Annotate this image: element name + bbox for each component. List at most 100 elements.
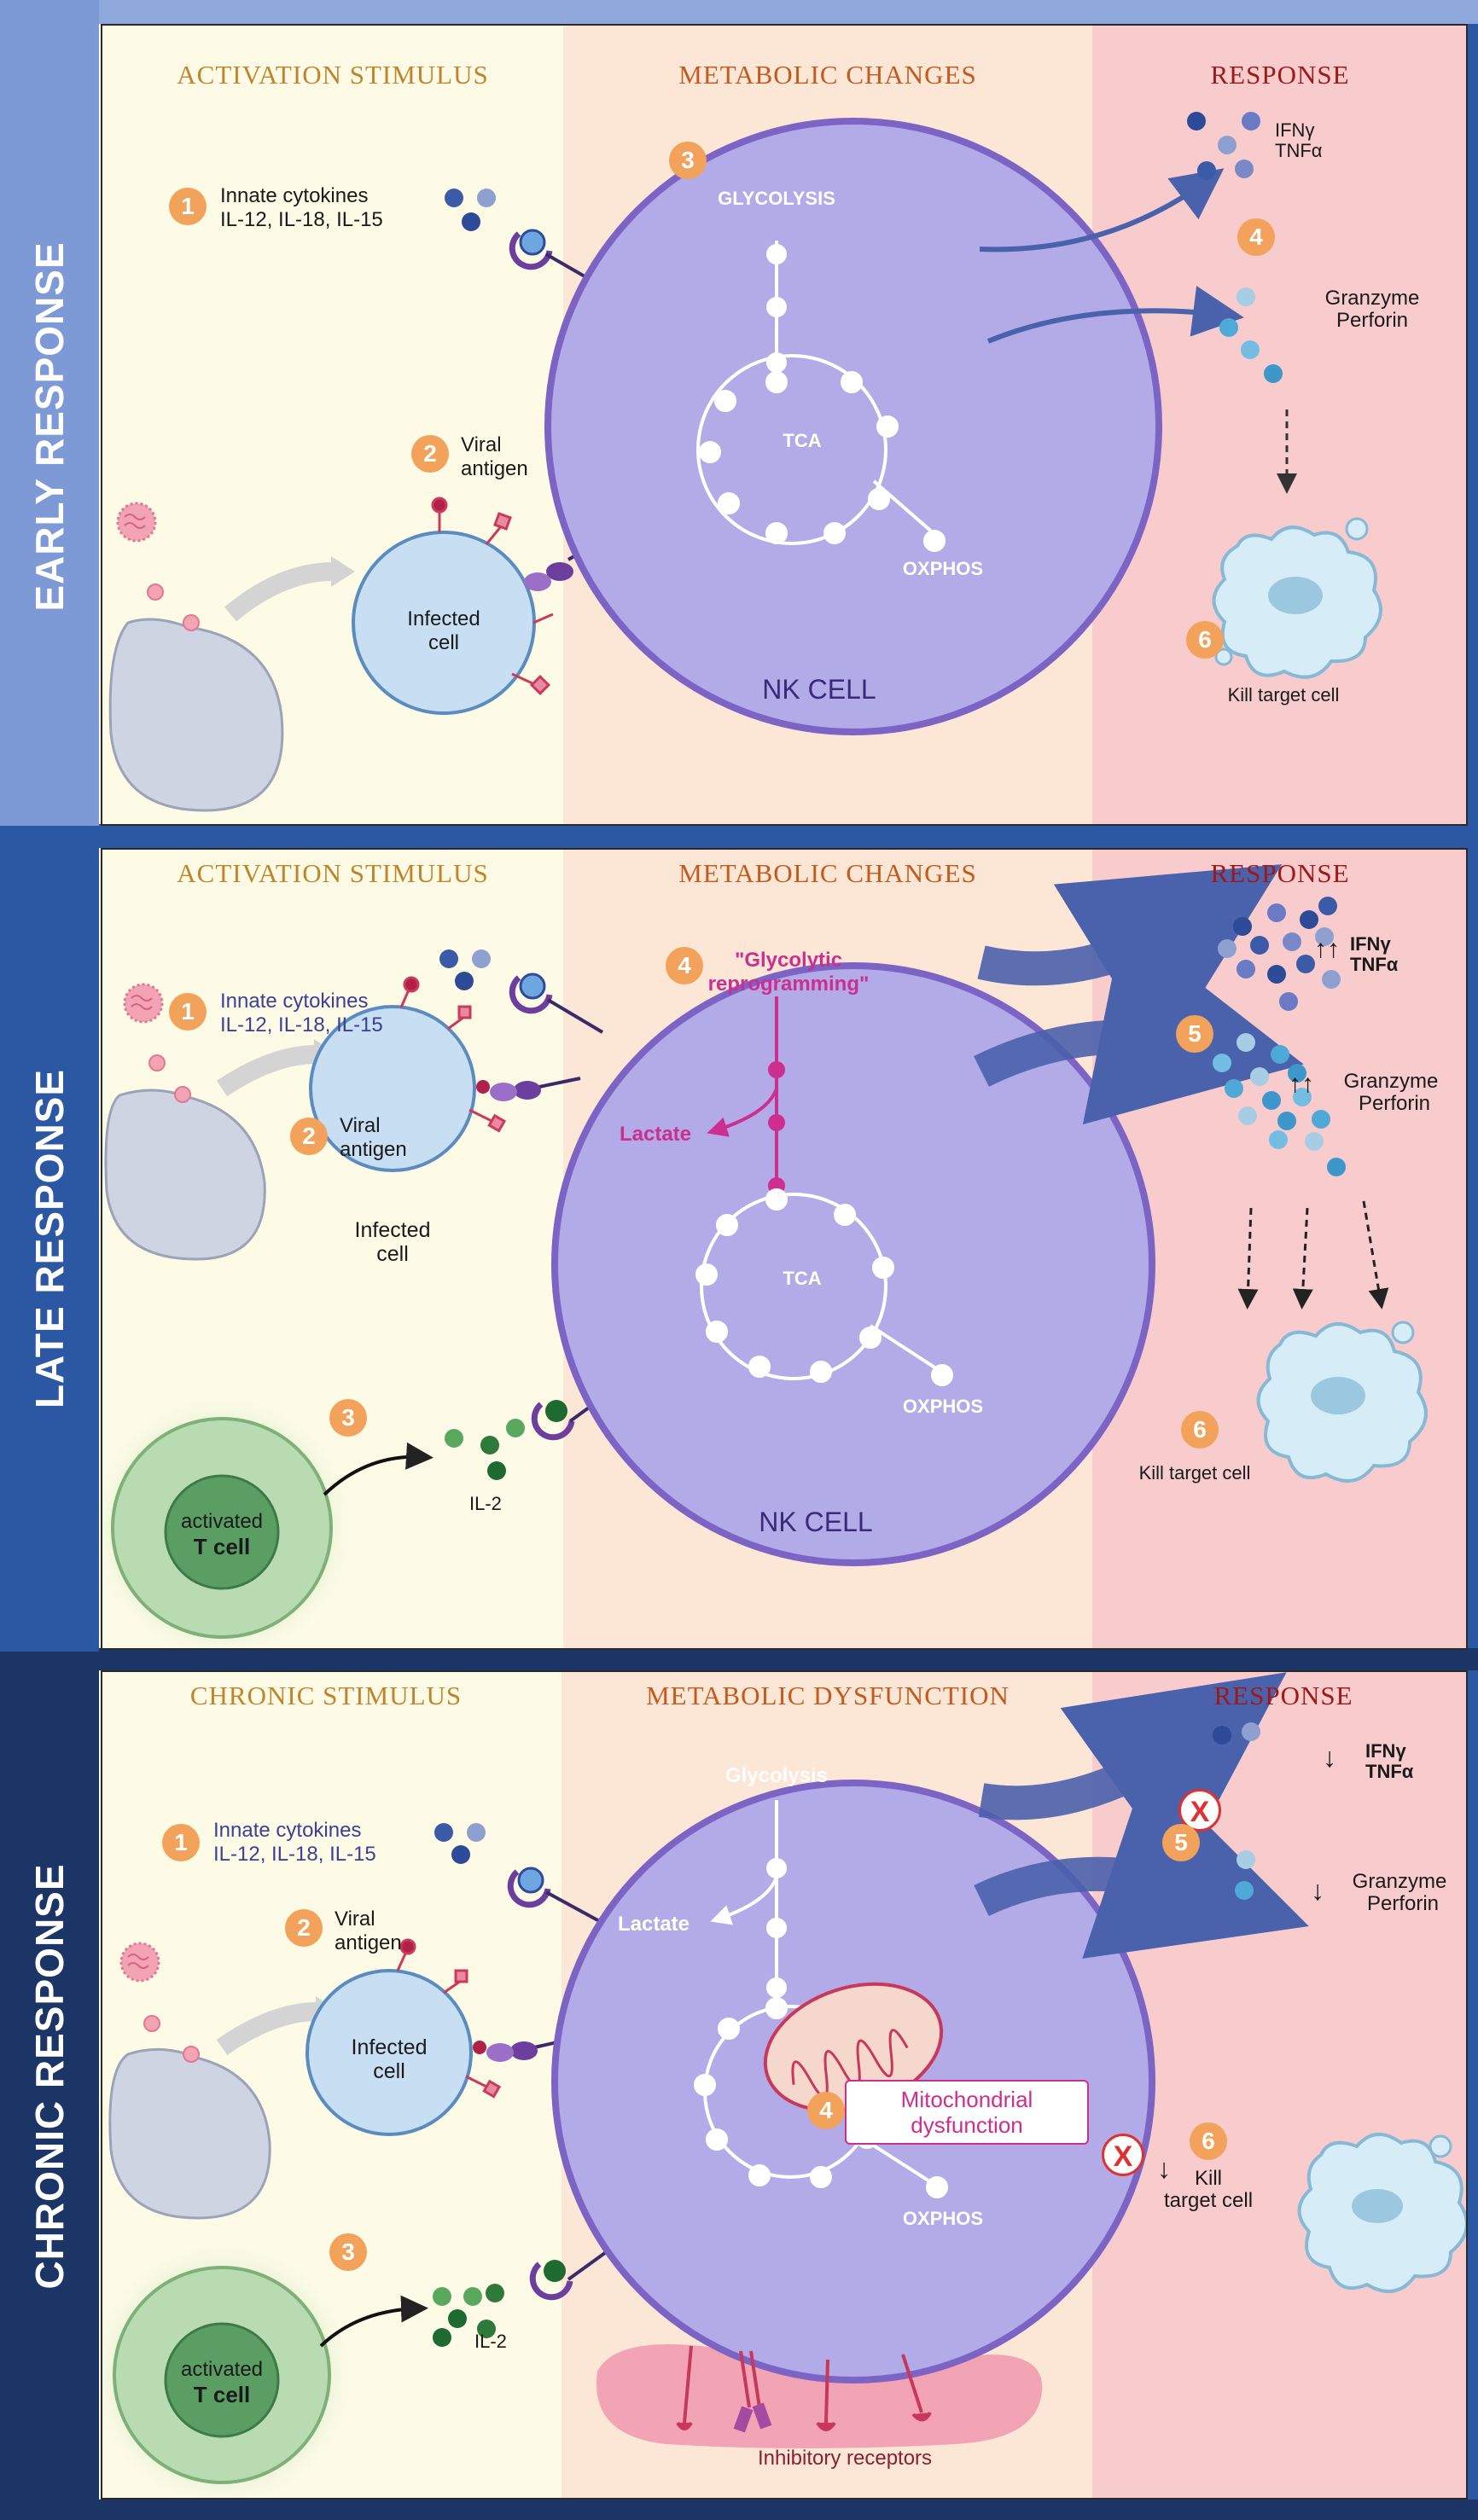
sidebar-label-late: LATE RESPONSE bbox=[27, 1068, 72, 1409]
cytokine-secretion-arrow-icon bbox=[979, 168, 1225, 253]
panel-late: ACTIVATION STIMULUS METABOLIC CHANGES RE… bbox=[101, 848, 1468, 1650]
metabolic-pathway-icon bbox=[696, 241, 946, 552]
badge-2: 2 bbox=[290, 1118, 328, 1155]
cytokines-line1: Innate cytokines bbox=[213, 1819, 362, 1842]
tcell-line1: activated bbox=[180, 1510, 264, 1533]
viral-line1: Viral bbox=[461, 433, 502, 456]
cytokine-receptor-icon bbox=[507, 1867, 603, 1925]
ifn-tnf-dots-icon bbox=[1218, 897, 1341, 1011]
badge-4: 4 bbox=[666, 947, 703, 984]
cytokines-line2: IL-12, IL-18, IL-15 bbox=[220, 208, 383, 231]
granzyme-line1: Granzyme bbox=[1352, 1870, 1447, 1893]
mito-line2: dysfunction bbox=[911, 2112, 1023, 2138]
badge-5: 5 bbox=[1162, 1824, 1200, 1861]
sidebar-label-chronic: CHRONIC RESPONSE bbox=[27, 1863, 72, 2290]
header-response: RESPONSE bbox=[1210, 60, 1350, 90]
header-response: RESPONSE bbox=[1213, 1681, 1353, 1710]
virus-icon bbox=[123, 983, 164, 1024]
cytokines-line1: Innate cytokines bbox=[220, 184, 369, 207]
lactate-label: Lactate bbox=[617, 1913, 690, 1936]
il2-label: IL-2 bbox=[474, 2331, 507, 2352]
viral-line2: antigen bbox=[340, 1138, 407, 1161]
viral-line2: antigen bbox=[461, 457, 528, 480]
badge-6: 6 bbox=[1181, 1411, 1219, 1449]
badge-2: 2 bbox=[411, 435, 449, 473]
granzyme-line2: Perforin bbox=[1366, 1892, 1440, 1915]
inhibitory-receptors-icon bbox=[676, 2345, 932, 2433]
sidebar-early: EARLY RESPONSE bbox=[0, 0, 99, 826]
metabolic-pathway-icon bbox=[695, 996, 953, 1386]
down-arrow-ifn: ↓ bbox=[1323, 1742, 1336, 1773]
tca-label: TCA bbox=[783, 430, 822, 451]
granzyme-line2: Perforin bbox=[1335, 309, 1409, 332]
nk-cell-icon bbox=[551, 962, 1155, 1566]
cytokine-secretion-arrow-icon bbox=[978, 1672, 1287, 1875]
virus-icon bbox=[116, 502, 157, 543]
oxphos-label: OXPHOS bbox=[902, 558, 984, 579]
inhibitory-label: Inhibitory receptors bbox=[757, 2447, 933, 2470]
ifn-line1: IFNγ bbox=[1350, 933, 1391, 955]
kill-line1: Kill bbox=[1194, 2167, 1223, 2190]
ifn-tnf-dots-icon bbox=[1213, 1722, 1260, 1745]
badge-4: 4 bbox=[1237, 218, 1275, 256]
ifn-line2: TNFα bbox=[1350, 954, 1399, 975]
oxphos-label: OXPHOS bbox=[902, 2208, 984, 2229]
infected-line2: cell bbox=[376, 1242, 409, 1266]
nk-cell-icon bbox=[544, 118, 1162, 735]
badge-4: 4 bbox=[807, 2092, 845, 2129]
granzyme-perforin-dots-icon bbox=[1235, 1850, 1255, 1900]
tcell-line1: activated bbox=[180, 2358, 264, 2381]
il2-dots-icon bbox=[445, 1419, 525, 1480]
frame-right bbox=[1468, 0, 1478, 2520]
il2-arrow-icon bbox=[319, 2295, 428, 2348]
virus-particle-icon bbox=[147, 584, 164, 601]
infected-line2: cell bbox=[373, 2059, 405, 2083]
sidebar-late: LATE RESPONSE bbox=[0, 826, 99, 1652]
sidebar-chronic: CHRONIC RESPONSE bbox=[0, 1652, 99, 2520]
mito-line1: Mitochondrial bbox=[900, 2087, 1033, 2112]
granule-secretion-arrow-icon bbox=[974, 923, 1304, 1125]
header-response: RESPONSE bbox=[1210, 858, 1350, 888]
glycolysis-label: GLYCOLYSIS bbox=[718, 188, 835, 209]
tca-label: TCA bbox=[783, 1268, 822, 1289]
ifn-line2: TNFα bbox=[1365, 1761, 1414, 1782]
frame-top bbox=[99, 0, 1478, 24]
cytokine-dots-icon bbox=[439, 949, 491, 990]
chronic-diagram-graphics bbox=[102, 1672, 1466, 2498]
cytokine-secretion-arrow-icon bbox=[977, 864, 1283, 1060]
viral-antigen-icon bbox=[431, 496, 554, 696]
header-stimulus: ACTIVATION STIMULUS bbox=[177, 858, 489, 888]
panel-early: ACTIVATION STIMULUS METABOLIC CHANGES RE… bbox=[101, 24, 1468, 826]
badge-2: 2 bbox=[285, 1909, 323, 1947]
viral-line1: Viral bbox=[335, 1907, 375, 1931]
tcell-line2: T cell bbox=[193, 1534, 251, 1559]
viral-line1: Viral bbox=[340, 1114, 381, 1137]
ifn-line1: IFNγ bbox=[1275, 119, 1315, 141]
tcell-line2: T cell bbox=[193, 2382, 251, 2407]
infected-line2: cell bbox=[428, 631, 460, 654]
viral-line2: antigen bbox=[335, 1931, 402, 1954]
infected-cell-icon bbox=[305, 1969, 473, 2136]
host-cell-icon bbox=[104, 1089, 266, 1261]
header-metabolic: METABOLIC CHANGES bbox=[678, 60, 977, 90]
host-cell-icon bbox=[108, 2047, 271, 2220]
glycolysis-label: Glycolysis bbox=[724, 1764, 829, 1787]
kill-line2: target cell bbox=[1163, 2189, 1254, 2212]
up-arrows-granzyme: ↑↑ bbox=[1289, 1070, 1314, 1098]
granule-secretion-arrow-icon bbox=[986, 286, 1244, 344]
frame-gap-2 bbox=[99, 1648, 1478, 1670]
cytokines-line2: IL-12, IL-18, IL-15 bbox=[220, 1013, 383, 1036]
header-stimulus: CHRONIC STIMULUS bbox=[189, 1681, 463, 1710]
granzyme-perforin-dots-icon bbox=[1219, 287, 1283, 383]
badge-6: 6 bbox=[1186, 621, 1224, 659]
panel-chronic: CHRONIC STIMULUS METABOLIC DYSFUNCTION R… bbox=[101, 1670, 1468, 2500]
badge-1: 1 bbox=[162, 1824, 200, 1861]
il2-label: IL-2 bbox=[469, 1493, 502, 1514]
sidebar-label-early: EARLY RESPONSE bbox=[27, 241, 72, 612]
kill-label: Kill target cell bbox=[1227, 684, 1340, 705]
badge-3: 3 bbox=[329, 2233, 367, 2271]
nk-cell-label: NK CELL bbox=[762, 674, 876, 705]
frame-gap-1 bbox=[99, 824, 1478, 848]
kill-label: Kill target cell bbox=[1138, 1462, 1251, 1484]
